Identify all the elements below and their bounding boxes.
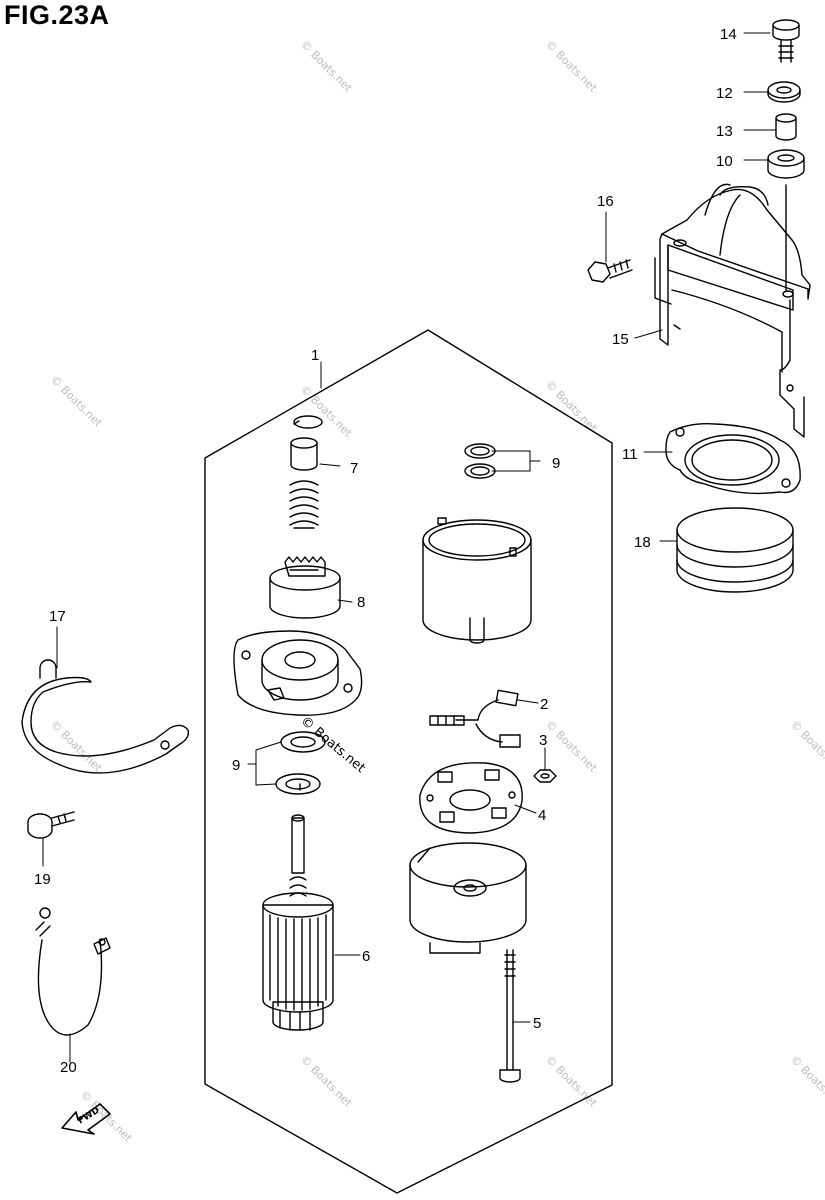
callout-19: 19: [34, 871, 51, 888]
watermark-overlay: © Boats.net: [297, 714, 367, 776]
part-15-bracket: [654, 183, 811, 438]
callout-4: 4: [538, 807, 546, 824]
part-7-pinion-stop-set: [289, 415, 323, 529]
watermark: © Boats.net: [788, 718, 825, 775]
callout-5: 5: [533, 1015, 541, 1032]
callout-8: 8: [357, 594, 365, 611]
callout-3: 3: [539, 732, 547, 749]
front-bracket: [233, 630, 363, 716]
watermark: © Boats.net: [298, 383, 355, 440]
callout-16: 16: [597, 193, 614, 210]
part-17-strap: [21, 659, 190, 774]
callout-13: 13: [716, 123, 733, 140]
callout-1: 1: [311, 347, 319, 364]
part-4-brush-holder: [419, 762, 523, 834]
watermark: © Boats.net: [788, 1053, 825, 1110]
callout-6: 6: [362, 948, 370, 965]
starter-assembly-outline: [204, 329, 613, 1194]
part-10-grommet: [767, 149, 805, 291]
part-16-bolt: [587, 259, 633, 283]
callout-17: 17: [49, 608, 66, 625]
callout-15: 15: [612, 331, 629, 348]
watermark: © Boats.net: [298, 38, 355, 95]
callout-11: 11: [622, 446, 638, 463]
part-13-collar: [775, 113, 797, 141]
part-11-gasket: [665, 422, 801, 495]
yoke-housing: [422, 517, 532, 644]
watermark: © Boats.net: [543, 718, 600, 775]
part-2-brush-lead: [429, 689, 521, 748]
callout-20: 20: [60, 1059, 77, 1076]
watermark: © Boats.net: [543, 1053, 600, 1110]
leader-lines: [42, 32, 777, 1063]
rear-bracket: [409, 842, 527, 954]
callout-labels: 1 2 3 4 5 6 7 8 9 9 10 11 12 13 14 15 16…: [34, 26, 737, 1076]
callout-18: 18: [634, 534, 651, 551]
callout-12: 12: [716, 85, 733, 102]
part-5-through-bolt: [499, 949, 521, 1083]
figure-title: FIG.23A: [4, 0, 110, 30]
part-14-bolt: [772, 19, 800, 63]
watermark: © Boats.net: [298, 1053, 355, 1110]
part-8-drive-pinion: [269, 556, 341, 619]
callout-10: 10: [716, 153, 733, 170]
part-18-ring: [676, 507, 794, 593]
part-9-washers-right: [464, 443, 496, 479]
watermark: © Boats.net: [543, 38, 600, 95]
callout-9-right: 9: [552, 455, 560, 472]
watermark: © Boats.net: [48, 718, 105, 775]
watermark: © Boats.net: [48, 373, 105, 430]
callout-7: 7: [350, 460, 358, 477]
callout-14: 14: [720, 26, 737, 43]
part-6-armature: [262, 814, 334, 1031]
part-3-nut: [533, 769, 557, 783]
callout-9-left: 9: [232, 757, 240, 774]
part-20-cable: [35, 907, 111, 1036]
part-12-washer: [767, 81, 801, 103]
callout-2: 2: [540, 696, 548, 713]
part-19-bolt: [27, 811, 75, 839]
